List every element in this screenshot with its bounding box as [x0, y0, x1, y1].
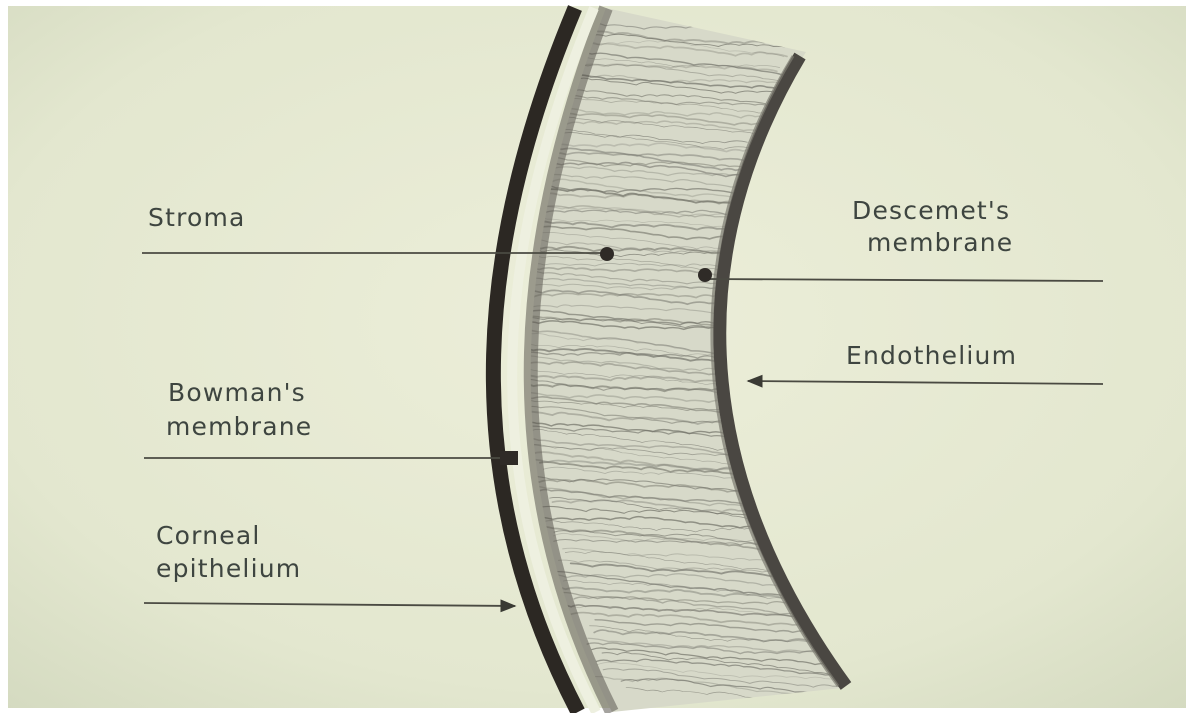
label-endothelium: Endothelium — [846, 341, 1017, 370]
label-descemets-line2: membrane — [867, 228, 1013, 257]
descemet-pointer-dot — [698, 268, 712, 282]
bowman-pointer-tick — [500, 451, 518, 465]
label-bowmans-line1: Bowman's — [168, 378, 306, 407]
label-corneal-line1: Corneal — [156, 521, 260, 550]
label-descemets-line1: Descemet's — [852, 196, 1010, 225]
label-stroma: Stroma — [148, 203, 246, 232]
stroma-pointer-dot — [600, 247, 614, 261]
label-corneal-line2: epithelium — [156, 554, 301, 583]
label-bowmans-line2: membrane — [166, 412, 312, 441]
